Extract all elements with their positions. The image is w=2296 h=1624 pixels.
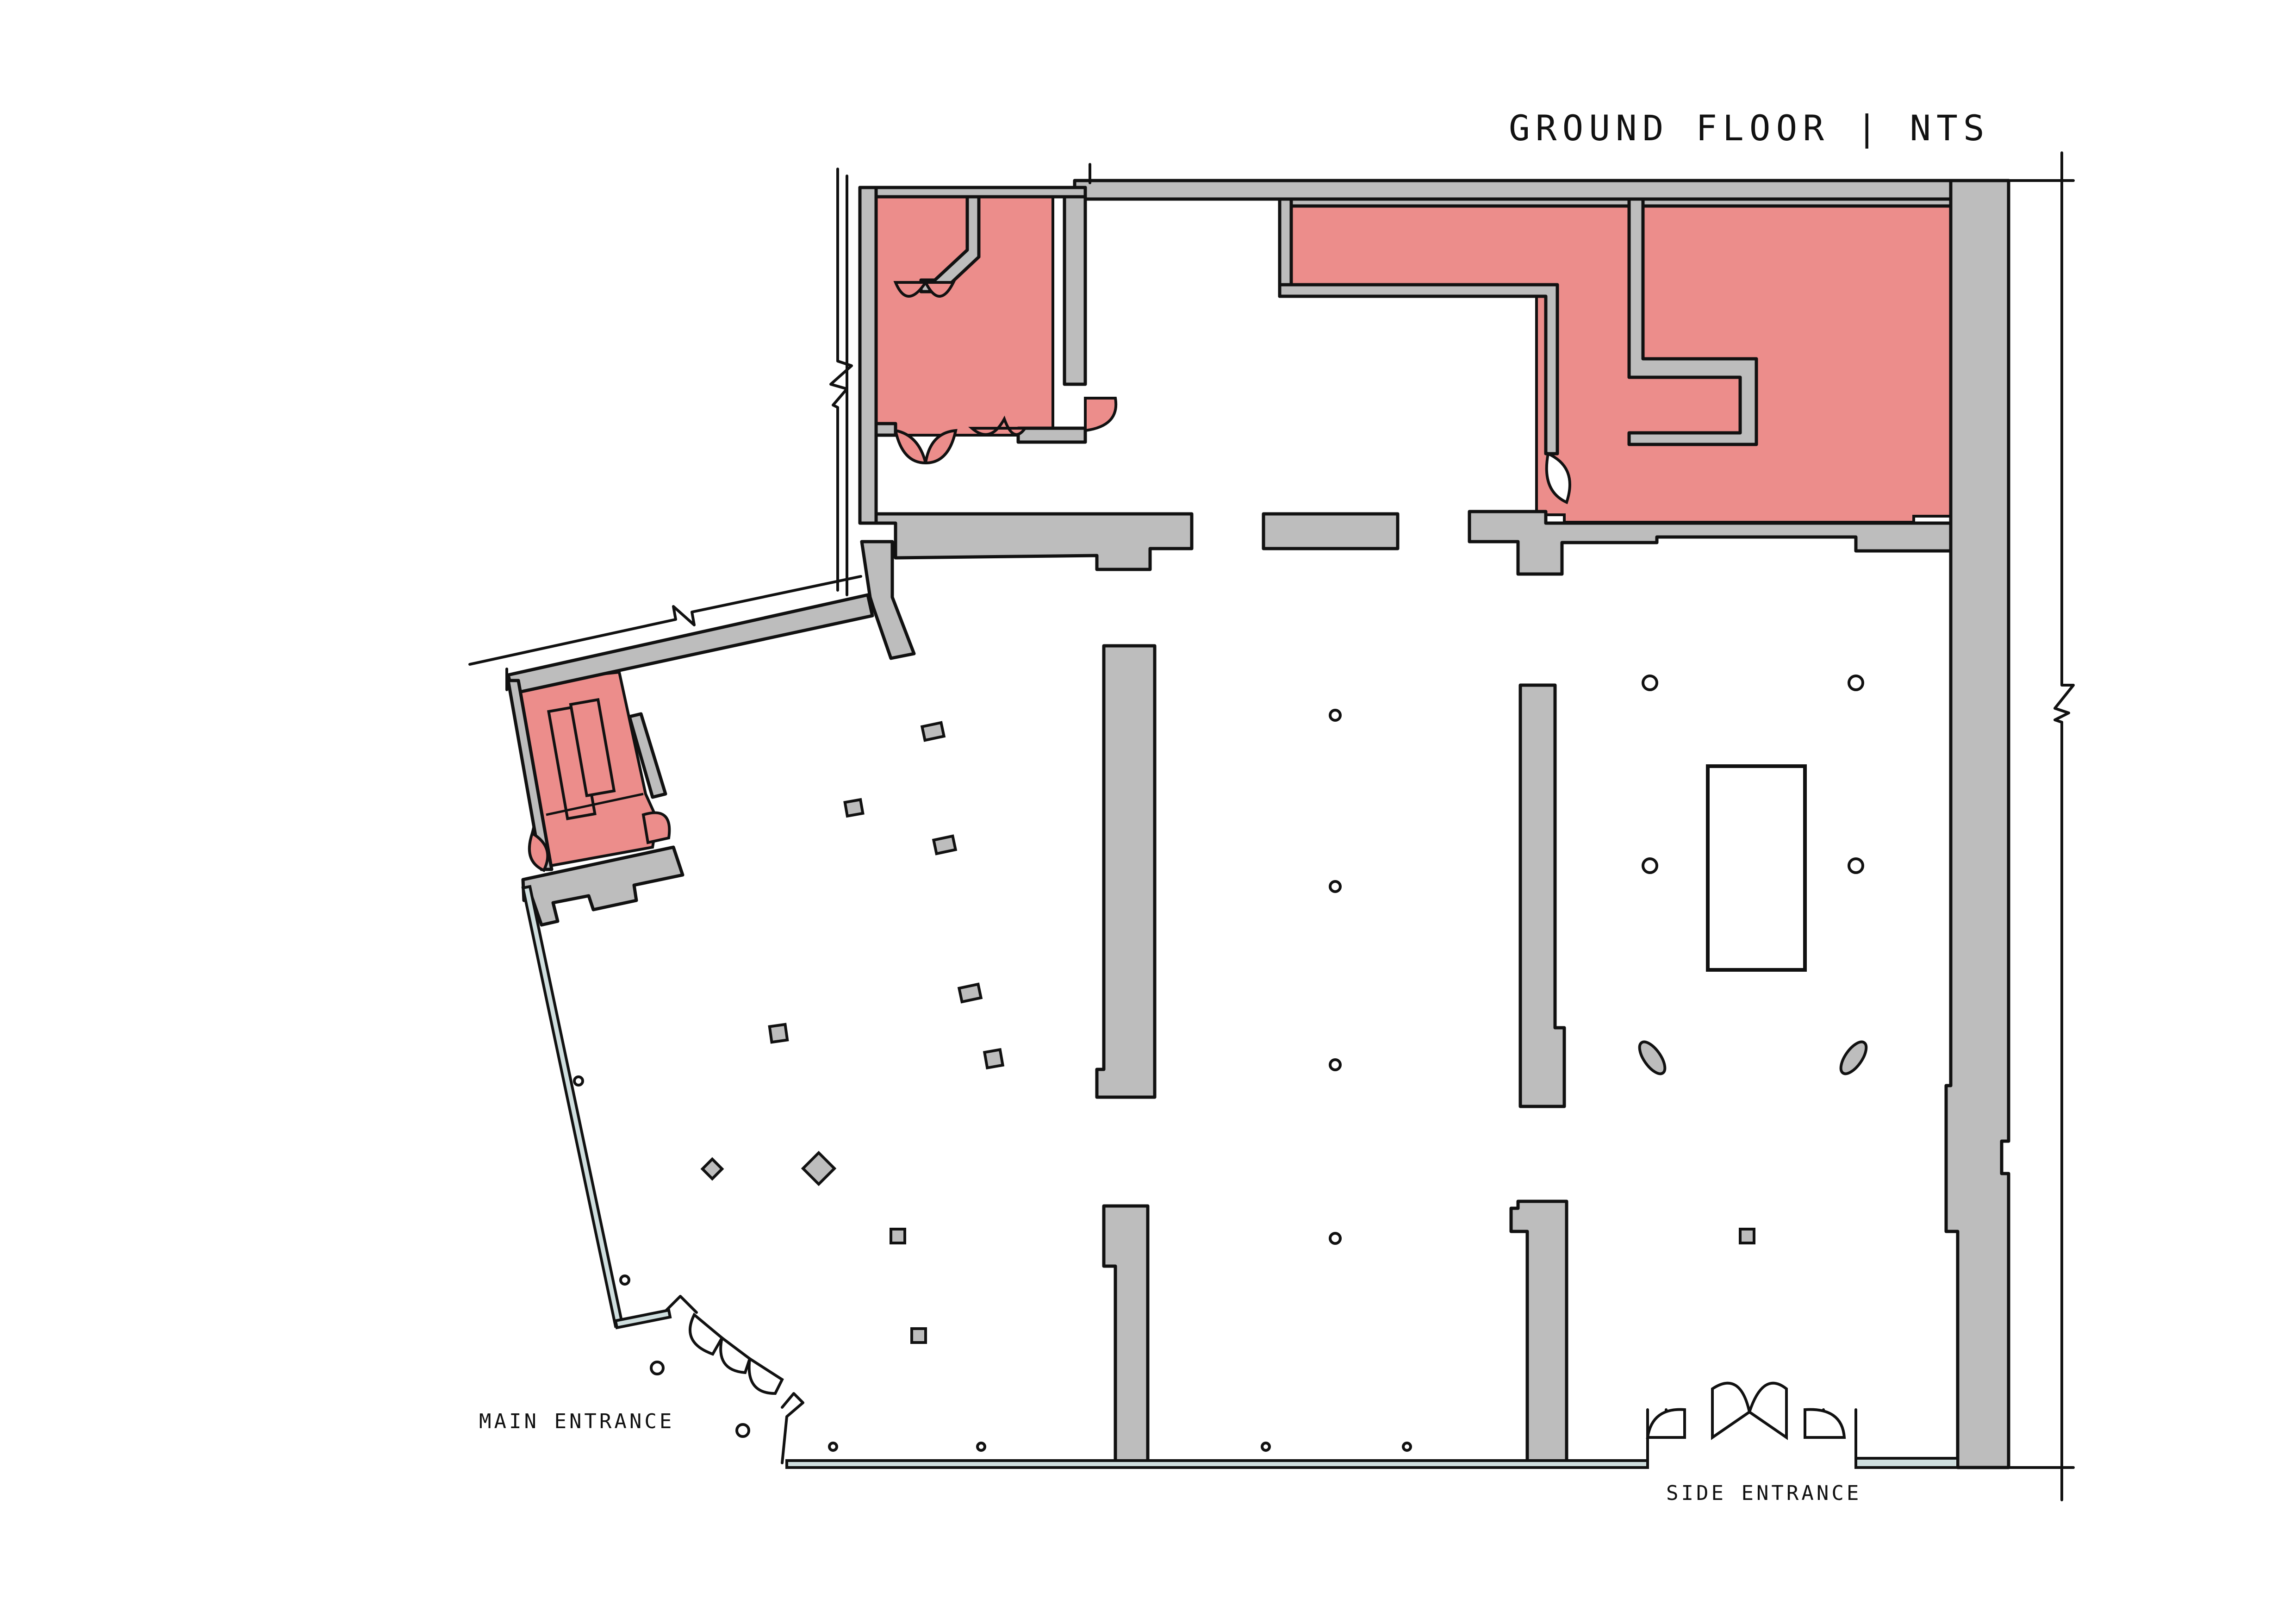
- column: [801, 1150, 837, 1187]
- top-left-room-door-c: [968, 415, 1028, 436]
- main-entrance-door-frame: [665, 1295, 804, 1464]
- top-left-room-door-d: [1084, 397, 1118, 432]
- side-entrance-door-leaf-3: [1748, 1381, 1788, 1440]
- columns: [700, 721, 1868, 1344]
- round-column: [650, 1361, 665, 1375]
- west-stair-wall-right: [628, 712, 667, 799]
- side-entrance-door-leaf-4: [1804, 1408, 1846, 1439]
- west-stair-landing: [546, 793, 644, 816]
- south-glazed-wall: [785, 1459, 1649, 1469]
- top-left-room-inner-wall: [919, 195, 981, 294]
- column: [932, 834, 958, 856]
- column: [1638, 1040, 1667, 1075]
- west-stair-wall-left: [506, 679, 554, 871]
- top-left-room-north-wall: [874, 186, 1087, 199]
- column: [768, 1023, 789, 1044]
- central-cross-wall-mid: [1262, 512, 1400, 550]
- column: [843, 798, 865, 818]
- reception-desk: [1706, 764, 1807, 972]
- round-column: [1329, 1058, 1342, 1071]
- interior-wall-a-north: [1095, 644, 1157, 1099]
- round-column: [735, 1423, 750, 1438]
- walls: [506, 179, 2010, 1469]
- column: [920, 721, 946, 742]
- west-glazed-wall: [521, 885, 624, 1328]
- round-columns: [573, 675, 1864, 1452]
- interior-wall-b-north: [1518, 683, 1566, 1108]
- doors: [528, 280, 1857, 1464]
- west-stair-door: [528, 831, 549, 872]
- side-entrance-door-leaf-2: [1711, 1381, 1751, 1440]
- round-column: [1402, 1442, 1412, 1452]
- top-left-room-south-wall-2: [1016, 426, 1087, 444]
- top-left-room-west-wall: [858, 186, 878, 525]
- side-entrance-glazing: [1854, 1457, 1959, 1469]
- main-entrance-door-leaf-2: [719, 1335, 752, 1374]
- break-line-diagonal: [468, 575, 862, 666]
- side-entrance-label: SIDE ENTRANCE: [1666, 1481, 1862, 1505]
- east-wall: [1944, 179, 2010, 1469]
- main-entrance-door-leaf-1: [689, 1312, 724, 1356]
- round-column: [1329, 880, 1342, 893]
- top-left-room-south-wall: [874, 422, 897, 437]
- round-column: [1329, 709, 1342, 722]
- column: [890, 1228, 906, 1244]
- break-line-west-wall: [829, 168, 853, 592]
- interior-wall-a-south: [1102, 1204, 1150, 1467]
- round-column: [1329, 1232, 1342, 1245]
- column: [1739, 1228, 1755, 1244]
- round-column: [1848, 675, 1864, 691]
- round-column: [1642, 857, 1658, 874]
- round-column: [1261, 1442, 1271, 1452]
- construction-lines: [468, 151, 2075, 1501]
- fixtures: [546, 698, 1807, 972]
- column: [957, 982, 983, 1004]
- main-entrance-door-leaf-3: [747, 1356, 784, 1395]
- top-right-room-west-wall: [1278, 197, 1293, 298]
- west-stair-door-2: [641, 811, 671, 844]
- round-column: [1642, 675, 1658, 691]
- top-left-room-door-a: [893, 280, 956, 298]
- column: [983, 1048, 1005, 1070]
- glazing: [521, 885, 1959, 1469]
- main-entrance-label: MAIN ENTRANCE: [479, 1410, 675, 1433]
- central-cross-wall-east: [1468, 510, 1953, 576]
- column: [910, 1327, 927, 1344]
- column: [700, 1157, 724, 1181]
- side-entrance-door-leaf-1: [1646, 1408, 1686, 1439]
- top-right-room-north-wall: [1278, 197, 1953, 208]
- interior-wall-b-south: [1509, 1199, 1568, 1465]
- drawing-title: GROUND FLOOR | NTS: [1509, 107, 1990, 149]
- round-column: [573, 1075, 584, 1087]
- round-column: [976, 1442, 986, 1452]
- west-angled-wall: [860, 540, 916, 660]
- west-stair-flight-2: [569, 698, 616, 798]
- central-cross-wall-west: [874, 512, 1194, 571]
- room-top-right: [1290, 198, 1952, 524]
- top-left-room-east-wall: [1063, 195, 1087, 386]
- top-right-room-door: [1545, 451, 1571, 505]
- column: [1839, 1040, 1868, 1075]
- room-top-left: [875, 195, 1054, 437]
- top-left-room-door-b: [894, 429, 958, 465]
- entrance-glazing: [614, 1308, 672, 1330]
- break-line-east: [2053, 151, 2075, 1501]
- round-column: [828, 1442, 838, 1452]
- top-right-room-south-partition: [1278, 283, 1559, 456]
- round-column: [1848, 857, 1864, 874]
- round-column: [619, 1274, 630, 1286]
- top-right-room-inner-partition: [1627, 197, 1758, 446]
